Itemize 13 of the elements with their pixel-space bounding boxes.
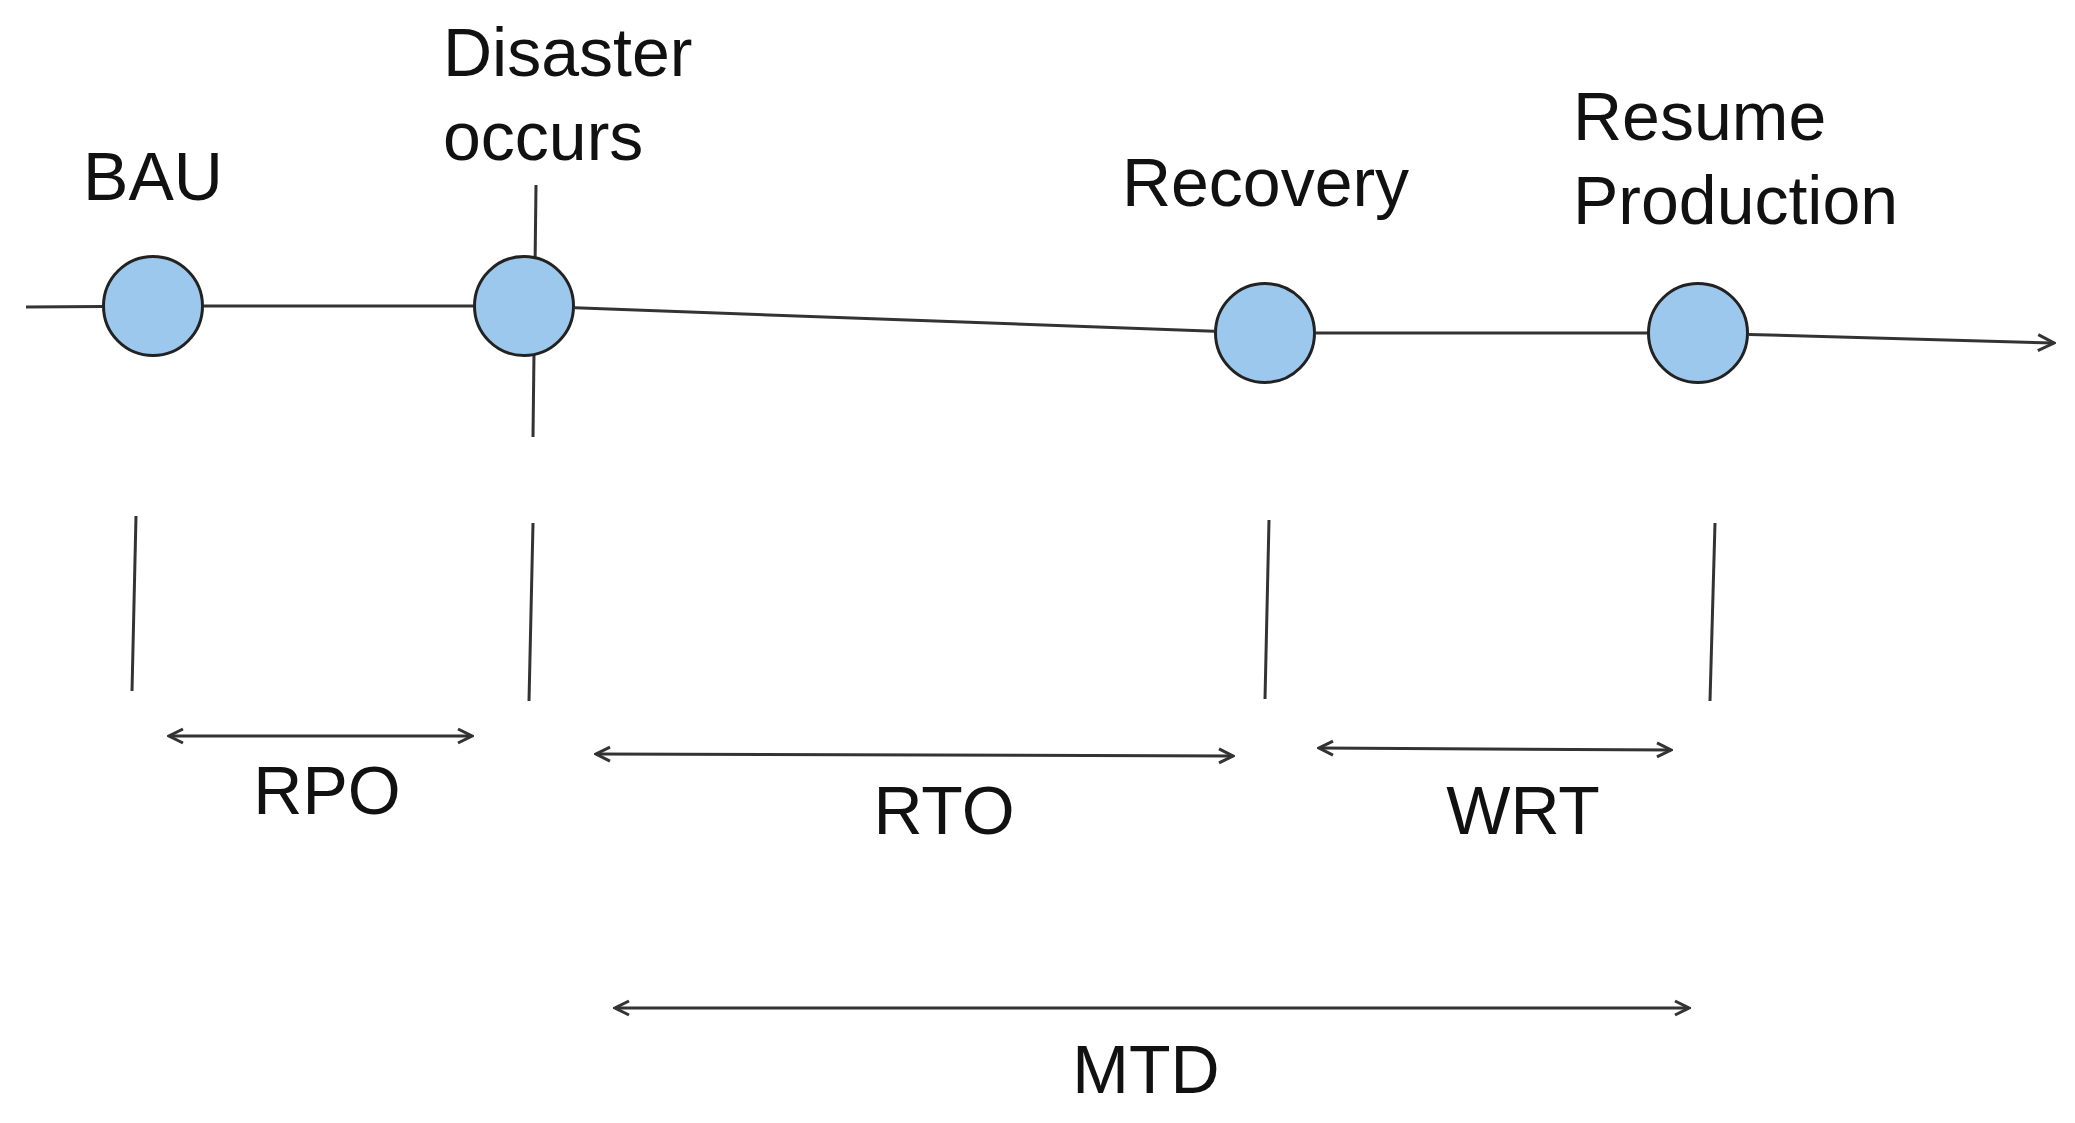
interval-label: RPO	[253, 751, 401, 830]
event-label: Resume Production	[1573, 77, 1900, 240]
event-label: Disaster occurs	[443, 13, 694, 176]
timeline-line	[204, 304, 473, 308]
interval-label: MTD	[1072, 1030, 1220, 1109]
interval-label: RTO	[873, 771, 1015, 850]
timeline-line	[574, 306, 1215, 333]
timeline-line	[1316, 331, 1647, 335]
timeline-line	[26, 304, 102, 309]
event-label: Recovery	[1120, 143, 1411, 222]
timeline-line	[1748, 332, 2056, 353]
interval-label: WRT	[1446, 771, 1600, 850]
event-label: BAU	[82, 137, 224, 216]
